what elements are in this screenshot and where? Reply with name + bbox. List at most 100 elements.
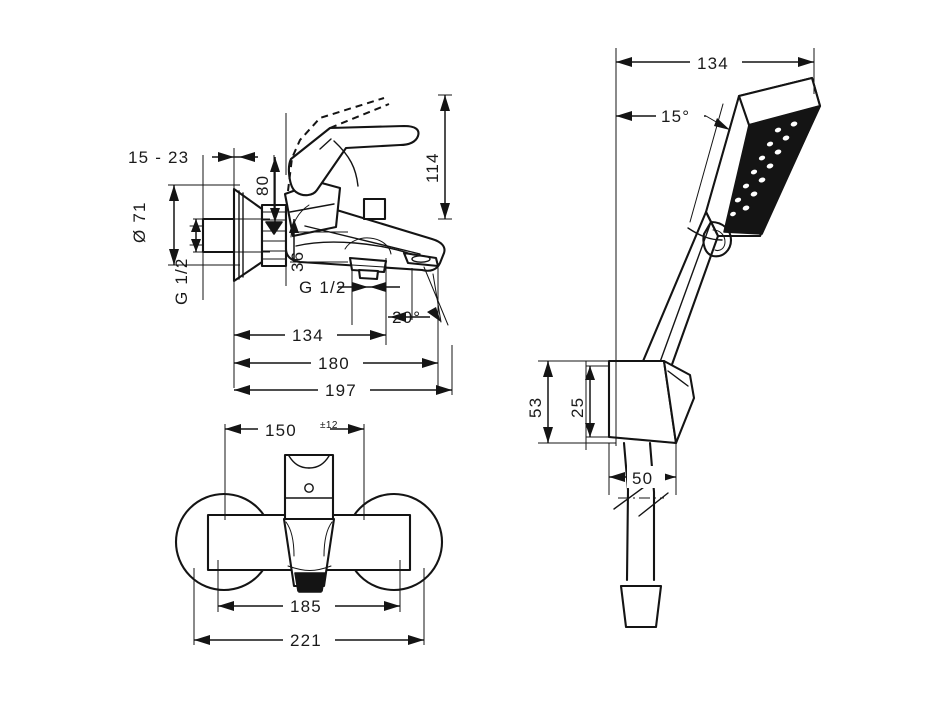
hand-shower-geometry [607, 76, 822, 629]
dim-80: 80 [253, 157, 280, 222]
arrow-right [352, 282, 368, 292]
view-hand-shower: 134 15° 53 [526, 48, 822, 629]
angle-leader-line [423, 266, 449, 326]
lever-handle-raised-outline [287, 97, 385, 192]
arrow-up [440, 95, 450, 111]
dimension-group-front: 150 ±12 185 221 [193, 418, 425, 651]
dim-50: 50 [609, 466, 676, 488]
dim-label-20deg: 20° [392, 308, 421, 327]
cartridge-column [283, 453, 335, 522]
arrow-left [234, 385, 250, 395]
extension-lines-side [168, 94, 452, 388]
arrow-right [239, 152, 255, 162]
dim-15-23: 15 - 23 [128, 148, 258, 167]
arrow-up [191, 219, 201, 232]
arrow-right [798, 57, 814, 67]
shower-head-spray-face [723, 105, 821, 235]
aerator-opening [411, 255, 431, 263]
shower-head-edge-line [705, 95, 740, 213]
arrow-left [194, 635, 210, 645]
arrow-up [543, 361, 553, 377]
shower-junction-band [687, 227, 723, 241]
dim-25: 25 [568, 366, 595, 437]
dimension-group-shower: 134 15° 53 [526, 48, 815, 495]
dim-197: 197 [234, 345, 453, 401]
handle-housing-seam [289, 203, 335, 213]
dim-185: 185 [218, 595, 400, 617]
holder-arm [662, 359, 696, 445]
handle-cap-curve-left [288, 455, 310, 469]
view-front-elevation: 150 ±12 185 221 [174, 418, 444, 651]
dim-diameter-71: Ø 71 [130, 185, 179, 265]
dim-114: 114 [423, 95, 450, 219]
dim-label-50: 50 [632, 469, 653, 488]
shower-hook-inner [712, 229, 726, 251]
dim-label-80: 80 [253, 175, 272, 196]
mixer-front-geometry [174, 453, 444, 593]
dim-15-deg: 15° [616, 103, 731, 223]
arrow-left [234, 358, 250, 368]
arrow-up [270, 157, 280, 172]
shower-axis-line [689, 103, 724, 223]
mixer-side-geometry [189, 97, 446, 283]
dim-134-shower: 134 [616, 51, 814, 73]
arrow-up [169, 185, 179, 201]
dim-20-deg: 20° [388, 266, 449, 327]
shower-outlet-thread [351, 264, 385, 268]
shower-spray-nozzles [730, 121, 798, 217]
body-contour-lower [295, 241, 415, 256]
dim-text-mask [283, 595, 335, 617]
arrow-left [616, 57, 632, 67]
shower-hook-loop [702, 220, 733, 258]
lever-handle [287, 124, 420, 197]
arrow-left [390, 312, 406, 322]
dim-134-side: 134 [234, 324, 386, 346]
extension-lines-shower [538, 48, 815, 495]
lever-handle-crease [333, 140, 359, 187]
dim-label-221: 221 [290, 631, 322, 650]
shower-outlet-nipple [357, 268, 380, 281]
body-contour-upper [304, 225, 421, 255]
hose-break-symbol [613, 486, 669, 517]
extension-lines-front [193, 424, 425, 645]
dim-label-15deg: 15° [661, 107, 690, 126]
arrow-left [218, 152, 234, 162]
dim-g-half-left: G 1/2 [172, 219, 201, 305]
holder-inner-edge [608, 436, 677, 444]
dim-label-134-side: 134 [292, 326, 324, 345]
arrow-right [408, 635, 424, 645]
dim-text-mask [285, 324, 337, 346]
dim-label-197: 197 [325, 381, 357, 400]
dim-36: 36 [288, 219, 307, 272]
dim-text-mask [311, 352, 363, 374]
shower-hose-right [648, 441, 656, 582]
dim-text-mask [258, 418, 330, 440]
dim-label-150-tolerance: ±12 [320, 420, 338, 431]
dim-53: 53 [526, 361, 553, 443]
arrow-down [191, 239, 201, 252]
dimension-group-side: 15 - 23 Ø 71 G 1/2 80 [128, 94, 453, 401]
diverter-button [362, 197, 387, 221]
dim-label-g-half-left: G 1/2 [172, 257, 191, 305]
arrow-left [225, 424, 241, 434]
angle-arrow [427, 307, 441, 322]
handle-cap-curve-right [308, 455, 330, 469]
arrow-right [436, 385, 452, 395]
spout-cone-line [287, 565, 332, 571]
dim-label-25: 25 [568, 397, 587, 418]
dim-text-mask [318, 379, 370, 401]
dim-221: 221 [194, 629, 424, 651]
arrow-down [440, 203, 450, 219]
arrow-right [348, 424, 364, 434]
spout-cone-edge-left [285, 521, 295, 557]
dim-label-diameter-71: Ø 71 [130, 201, 149, 243]
arrow-down [270, 208, 280, 222]
arrow-left [234, 330, 250, 340]
spout-cone-edge-right [323, 521, 333, 557]
dim-text-mask [283, 629, 335, 651]
dim-g-half-outlet: G 1/2 [299, 278, 400, 297]
dim-text-mask [627, 466, 665, 488]
arrow-left [616, 111, 632, 121]
